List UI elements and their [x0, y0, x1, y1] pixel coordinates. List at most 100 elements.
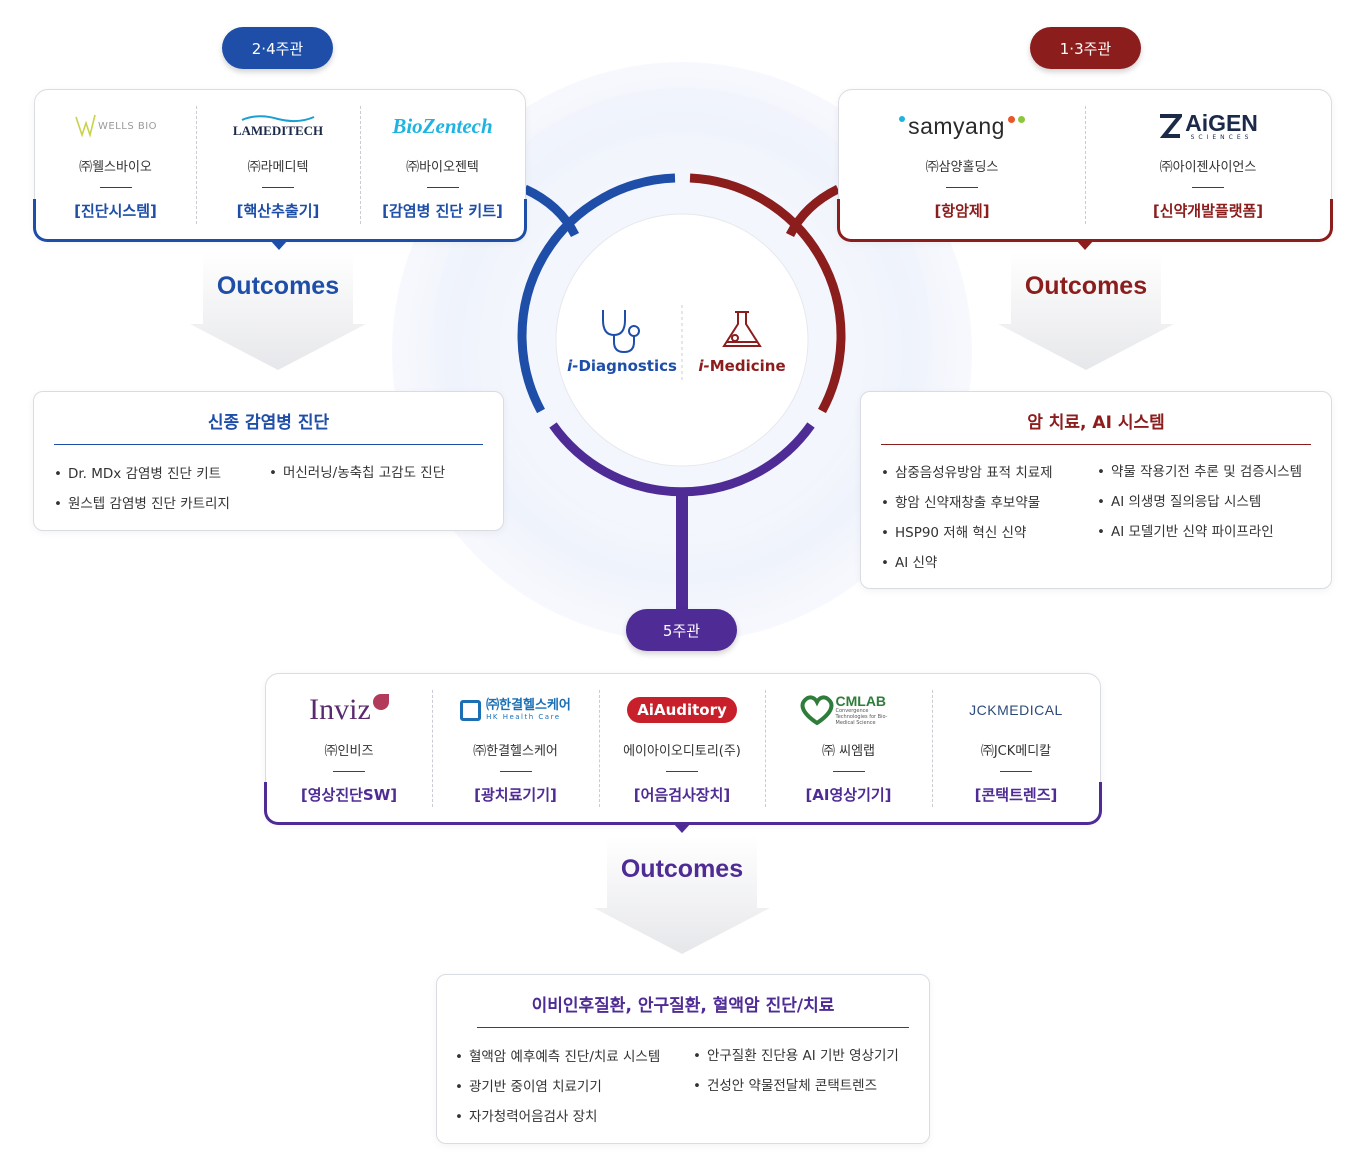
- outcome-label-right: Outcomes: [1024, 272, 1148, 300]
- dot-icon: [1007, 115, 1015, 123]
- result-title: 신종 감염병 진단: [207, 413, 330, 433]
- aigen-logo: AiGEN SCIENCES: [1158, 98, 1258, 154]
- divider: [932, 690, 933, 807]
- list-item: 원스텝 감염병 진단 카트리지: [54, 489, 230, 519]
- dash: [946, 187, 978, 188]
- jck-logo: JCKMEDICAL: [969, 682, 1063, 738]
- wellsbio-logo: WELLS BIO: [74, 98, 157, 154]
- aigen-logo-mark: [1159, 114, 1183, 138]
- result-rule: [54, 444, 483, 445]
- lameditech-logo-text: LAMEDITECH: [232, 123, 324, 138]
- list-item: HSP90 저해 혁신 신약: [881, 518, 1053, 548]
- divider: [196, 106, 197, 224]
- red-arc: [689, 173, 846, 414]
- badge-right: 1·3주관: [1030, 27, 1141, 69]
- samyang-logo-text: samyang: [908, 112, 1005, 139]
- card-left-pointer: [270, 240, 288, 250]
- hub-circle: [555, 213, 809, 467]
- member-biozentech: BioZentech ㈜바이오젠텍 [감염병 진단 키트]: [360, 90, 525, 240]
- list-item: 광기반 중이염 치료기기: [455, 1072, 660, 1102]
- dash: [426, 187, 459, 188]
- company-name: ㈜바이오젠텍: [406, 160, 479, 175]
- company-name: ㈜ 씨엠랩: [821, 744, 875, 759]
- outcome-label-bottom: Outcomes: [620, 855, 744, 883]
- dash: [99, 187, 132, 188]
- wellsbio-logo-mark: [75, 114, 96, 138]
- cmlab-heart-icon: [800, 695, 833, 725]
- aigen-logo-text: AiGEN: [1185, 109, 1258, 136]
- inviz-leaf-icon: [372, 694, 389, 710]
- hk-logo: ㈜한결헬스케어 HK Health Care: [460, 682, 571, 738]
- field-label: [진단시스템]: [74, 202, 157, 220]
- card-right: samyang ㈜삼양홀딩스 [항암제] AiGEN SCIENCES ㈜아이젠…: [837, 89, 1333, 242]
- outcome-arrow-right: [998, 252, 1174, 370]
- list-item: Dr. MDx 감염병 진단 키트: [54, 459, 230, 489]
- divider: [1085, 106, 1086, 224]
- field-label: [항암제]: [934, 202, 990, 220]
- field-label: [어음검사장치]: [633, 786, 731, 804]
- member-jckmedical: JCKMEDICAL ㈜JCK메디칼 [콘택트렌즈]: [932, 674, 1100, 823]
- company-name: ㈜JCK메디칼: [980, 744, 1052, 759]
- company-name: ㈜인비즈: [324, 744, 374, 759]
- field-label: [감염병 진단 키트]: [382, 202, 503, 220]
- result-box-right: 암 치료, AI 시스템 삼중음성유방암 표적 치료제 항암 신약재창출 후보약…: [860, 391, 1332, 589]
- flask-icon: [722, 311, 762, 347]
- result-list-col1: 혈액암 예후예측 진단/치료 시스템 광기반 중이염 치료기기 자가청력어음검사…: [455, 1042, 660, 1132]
- label-i-diagnostics: i-Diagnostics: [566, 357, 678, 375]
- result-rule: [477, 1027, 909, 1028]
- member-wellsbio: WELLS BIO ㈜웰스바이오 [진단시스템]: [35, 90, 196, 240]
- diagnostics-text: Diagnostics: [578, 357, 677, 375]
- member-hkhealthcare: ㈜한결헬스케어 HK Health Care ㈜한결헬스케어 [광치료기기]: [432, 674, 599, 823]
- company-name: ㈜라메디텍: [247, 160, 309, 175]
- aigen-wordmark: AiGEN SCIENCES: [1185, 109, 1258, 141]
- result-box-left: 신종 감염병 진단 Dr. MDx 감염병 진단 키트 원스텝 감염병 진단 카…: [33, 391, 504, 531]
- samyang-logo: samyang: [899, 98, 1025, 154]
- list-item: 안구질환 진단용 AI 기반 영상기기: [693, 1041, 899, 1071]
- dash: [1192, 187, 1224, 188]
- cmlab-logo-sub: Convergence Technologies for Bio-Medical…: [835, 708, 888, 726]
- red-connector: [785, 184, 841, 238]
- dot-icon: [899, 116, 906, 122]
- dash: [666, 771, 698, 772]
- card-right-pointer: [1076, 240, 1094, 250]
- hk-logo-text: ㈜한결헬스케어: [486, 698, 571, 713]
- divider: [360, 106, 361, 224]
- member-aiauditory: AiAuditory 에이아이오디토리(주) [어음검사장치]: [599, 674, 765, 823]
- outcome-arrow-bottom: [594, 836, 770, 954]
- blue-arc: [517, 173, 676, 414]
- dash: [1000, 771, 1032, 772]
- member-inviz: Inviz ㈜인비즈 [영상진단SW]: [266, 674, 432, 823]
- cmlab-logo-text: CMLAB: [835, 693, 887, 709]
- stethoscope-icon: [602, 310, 640, 354]
- list-item: 혈액암 예후예측 진단/치료 시스템: [455, 1042, 660, 1072]
- jck-logo-text: JCKMEDICAL: [969, 702, 1063, 718]
- result-list-col1: 삼중음성유방암 표적 치료제 항암 신약재창출 후보약물 HSP90 저해 혁신…: [881, 458, 1053, 578]
- list-item: 삼중음성유방암 표적 치료제: [881, 458, 1053, 488]
- field-label: [콘택트렌즈]: [974, 786, 1058, 804]
- cmlab-logo: CMLAB Convergence Technologies for Bio-M…: [800, 682, 898, 738]
- biozentech-logo: BioZentech: [392, 98, 492, 154]
- company-name: ㈜삼양홀딩스: [925, 160, 999, 175]
- badge-left: 2·4주관: [222, 27, 333, 69]
- field-label: [AI영상기기]: [805, 786, 892, 804]
- member-samyang: samyang ㈜삼양홀딩스 [항암제]: [839, 90, 1085, 240]
- list-item: 약물 작용기전 추론 및 검증시스템: [1097, 457, 1302, 487]
- dash: [499, 771, 532, 772]
- list-item: 머신러닝/농축칩 고감도 진단: [269, 458, 445, 488]
- purple-arc: [549, 422, 815, 497]
- company-name: ㈜한결헬스케어: [473, 744, 558, 759]
- list-item: AI 모델기반 신약 파이프라인: [1097, 517, 1302, 547]
- card-bottom-pointer: [673, 823, 691, 833]
- outcome-label-left: Outcomes: [216, 272, 340, 300]
- hk-logo-sub: HK Health Care: [486, 713, 561, 721]
- field-label: [영상진단SW]: [300, 786, 398, 804]
- i-prefix: i-: [698, 357, 710, 375]
- field-label: [광치료기기]: [474, 786, 557, 804]
- list-item: AI 의생명 질의응답 시스템: [1097, 487, 1302, 517]
- dash: [262, 187, 294, 188]
- result-title: 암 치료, AI 시스템: [1027, 413, 1165, 433]
- result-box-bottom: 이비인후질환, 안구질환, 혈액암 진단/치료 혈액암 예후예측 진단/치료 시…: [436, 974, 930, 1144]
- result-list-col1: Dr. MDx 감염병 진단 키트 원스텝 감염병 진단 카트리지: [54, 459, 230, 519]
- badge-bottom: 5주관: [626, 609, 737, 651]
- lameditech-wave-mark: [241, 115, 315, 123]
